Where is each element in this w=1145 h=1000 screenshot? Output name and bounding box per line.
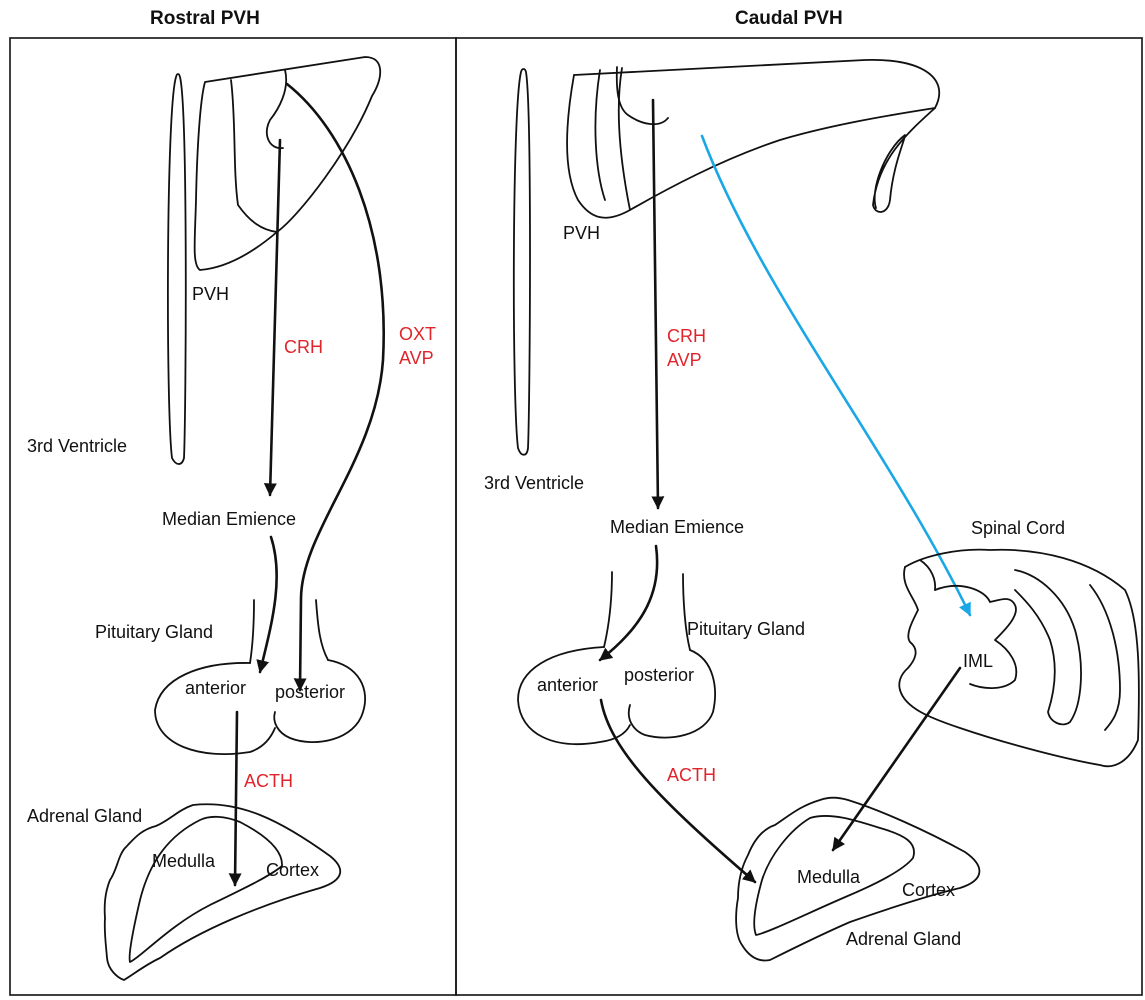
left-adrenal-label: Adrenal Gland	[27, 806, 142, 826]
right-spinal-cord-shape	[899, 550, 1139, 767]
right-medulla-label: Medulla	[797, 867, 861, 887]
left-adrenal-shape	[105, 804, 341, 980]
right-posterior-label: posterior	[624, 665, 694, 685]
left-pvh-label: PVH	[192, 284, 229, 304]
right-iml-to-medulla-arrow	[833, 668, 960, 850]
right-pvh-shape	[567, 60, 939, 218]
right-iml-label: IML	[963, 651, 993, 671]
left-oxt-label: OXT	[399, 324, 436, 344]
caudal-panel: PVH 3rd Ventricle CRH AVP Median Emience…	[484, 60, 1139, 961]
left-crh-label: CRH	[284, 337, 323, 357]
right-crh-avp-arrow	[653, 100, 658, 508]
left-acth-arrow	[235, 712, 237, 885]
left-median-eminence-label: Median Emience	[162, 509, 296, 529]
right-pvh-to-iml-arrow	[702, 136, 970, 615]
right-acth-arrow	[601, 700, 755, 882]
right-crh-label: CRH	[667, 326, 706, 346]
right-median-to-anterior-arrow	[600, 546, 657, 660]
right-third-ventricle-shape	[514, 69, 530, 455]
left-anterior-label: anterior	[185, 678, 246, 698]
left-posterior-label: posterior	[275, 682, 345, 702]
left-acth-label: ACTH	[244, 771, 293, 791]
right-cortex-label: Cortex	[902, 880, 955, 900]
right-pituitary-shape	[518, 572, 715, 744]
right-pituitary-label: Pituitary Gland	[687, 619, 805, 639]
left-pituitary-label: Pituitary Gland	[95, 622, 213, 642]
left-third-ventricle-shape	[168, 74, 186, 464]
left-oxt-avp-arrow	[287, 84, 384, 690]
left-crh-arrow	[270, 140, 280, 495]
right-anterior-label: anterior	[537, 675, 598, 695]
rostral-panel: PVH 3rd Ventricle CRH OXT AVP Median Emi…	[27, 57, 436, 980]
right-median-eminence-label: Median Emience	[610, 517, 744, 537]
left-ventricle-label: 3rd Ventricle	[27, 436, 127, 456]
caudal-panel-frame	[456, 38, 1142, 995]
right-pvh-label: PVH	[563, 223, 600, 243]
right-acth-label: ACTH	[667, 765, 716, 785]
right-spinal-cord-label: Spinal Cord	[971, 518, 1065, 538]
left-cortex-label: Cortex	[266, 860, 319, 880]
right-avp-label: AVP	[667, 350, 702, 370]
left-medulla-label: Medulla	[152, 851, 216, 871]
left-pvh-shape	[195, 57, 381, 270]
right-adrenal-label: Adrenal Gland	[846, 929, 961, 949]
left-avp-label: AVP	[399, 348, 434, 368]
right-ventricle-label: 3rd Ventricle	[484, 473, 584, 493]
left-median-to-anterior-arrow	[260, 537, 277, 672]
